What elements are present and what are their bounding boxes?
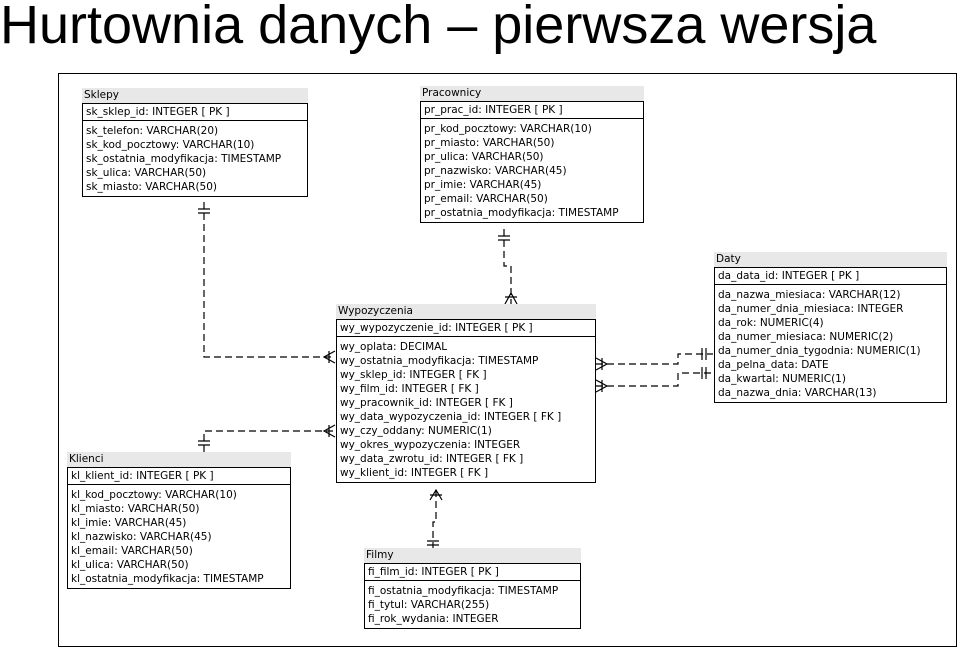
column: wy_data_zwrotu_id: INTEGER [ FK ] [340, 453, 524, 465]
column: wy_okres_wypozyczenia: INTEGER [340, 439, 521, 451]
column: kl_ulica: VARCHAR(50) [71, 559, 189, 571]
primary-key-column: wy_wypozyczenie_id: INTEGER [ PK ] [337, 320, 595, 337]
table-daty: Daty da_data_id: INTEGER [ PK ] da_nazwa… [714, 252, 947, 403]
column: kl_email: VARCHAR(50) [71, 545, 193, 557]
column: wy_sklep_id: INTEGER [ FK ] [340, 369, 487, 381]
table-name: Pracownicy [420, 86, 644, 101]
primary-key-column: pr_prac_id: INTEGER [ PK ] [421, 102, 643, 119]
column: kl_imie: VARCHAR(45) [71, 517, 187, 529]
column: wy_pracownik_id: INTEGER [ FK ] [340, 397, 513, 409]
table-body: pr_prac_id: INTEGER [ PK ] pr_kod_poczto… [420, 101, 644, 223]
column: pr_miasto: VARCHAR(50) [424, 137, 555, 149]
table-body: fi_film_id: INTEGER [ PK ] fi_ostatnia_m… [364, 563, 581, 629]
relation-pracownicy-wypozyczenia [498, 229, 518, 305]
table-body: da_data_id: INTEGER [ PK ] da_nazwa_mies… [714, 267, 947, 403]
table-name: Wypozyczenia [336, 304, 596, 319]
relation-sklepy-wypozyczenia [198, 202, 336, 364]
table-name: Daty [714, 252, 947, 267]
column: da_kwartal: NUMERIC(1) [718, 373, 846, 385]
column: da_rok: NUMERIC(4) [718, 317, 824, 329]
column: sk_telefon: VARCHAR(20) [86, 125, 219, 137]
column-list: wy_oplata: DECIMAL wy_ostatnia_modyfikac… [337, 337, 595, 482]
primary-key-column: kl_klient_id: INTEGER [ PK ] [68, 468, 290, 485]
table-wypozyczenia: Wypozyczenia wy_wypozyczenie_id: INTEGER… [336, 304, 596, 483]
column: sk_miasto: VARCHAR(50) [86, 181, 217, 193]
column: wy_oplata: DECIMAL [340, 341, 448, 353]
column: da_numer_dnia_tygodnia: NUMERIC(1) [718, 345, 921, 357]
table-name: Filmy [364, 548, 581, 563]
table-body: kl_klient_id: INTEGER [ PK ] kl_kod_pocz… [67, 467, 291, 589]
diagram-frame [58, 73, 957, 647]
relation-filmy-wypozyczenia [427, 488, 443, 548]
table-body: wy_wypozyczenie_id: INTEGER [ PK ] wy_op… [336, 319, 596, 483]
table-name: Klienci [67, 452, 291, 467]
column: fi_tytul: VARCHAR(255) [368, 599, 490, 611]
column-list: sk_telefon: VARCHAR(20) sk_kod_pocztowy:… [83, 121, 307, 196]
column: sk_ostatnia_modyfikacja: TIMESTAMP [86, 153, 282, 165]
primary-key-column: fi_film_id: INTEGER [ PK ] [365, 564, 580, 581]
column: kl_kod_pocztowy: VARCHAR(10) [71, 489, 237, 501]
primary-key-column: da_data_id: INTEGER [ PK ] [715, 268, 946, 285]
table-body: sk_sklep_id: INTEGER [ PK ] sk_telefon: … [82, 103, 308, 197]
table-sklepy: Sklepy sk_sklep_id: INTEGER [ PK ] sk_te… [82, 88, 308, 197]
relation-daty-wypozyczenia-1 [595, 348, 713, 371]
column: da_pelna_data: DATE [718, 359, 829, 371]
column: wy_film_id: INTEGER [ FK ] [340, 383, 479, 395]
column: fi_rok_wydania: INTEGER [368, 613, 499, 625]
column: sk_kod_pocztowy: VARCHAR(10) [86, 139, 255, 151]
column: pr_ostatnia_modyfikacja: TIMESTAMP [424, 207, 619, 219]
column: wy_ostatnia_modyfikacja: TIMESTAMP [340, 355, 539, 367]
column: kl_ostatnia_modyfikacja: TIMESTAMP [71, 573, 264, 585]
slide-title: Hurtownia danych – pierwsza wersja [0, 0, 877, 55]
table-pracownicy: Pracownicy pr_prac_id: INTEGER [ PK ] pr… [420, 86, 644, 223]
table-filmy: Filmy fi_film_id: INTEGER [ PK ] fi_osta… [364, 548, 581, 629]
column: da_numer_miesiaca: NUMERIC(2) [718, 331, 894, 343]
column-list: pr_kod_pocztowy: VARCHAR(10) pr_miasto: … [421, 119, 643, 222]
column: da_nazwa_miesiaca: VARCHAR(12) [718, 289, 901, 301]
column: pr_email: VARCHAR(50) [424, 193, 548, 205]
column: pr_imie: VARCHAR(45) [424, 179, 542, 191]
column: kl_miasto: VARCHAR(50) [71, 503, 200, 515]
relation-klienci-wypozyczenia [198, 424, 336, 452]
column: pr_nazwisko: VARCHAR(45) [424, 165, 567, 177]
column: da_nazwa_dnia: VARCHAR(13) [718, 387, 877, 399]
primary-key-column: sk_sklep_id: INTEGER [ PK ] [83, 104, 307, 121]
column-list: da_nazwa_miesiaca: VARCHAR(12) da_numer_… [715, 285, 946, 402]
column-list: kl_kod_pocztowy: VARCHAR(10) kl_miasto: … [68, 485, 290, 588]
column: wy_data_wypozyczenia_id: INTEGER [ FK ] [340, 411, 562, 423]
column: wy_czy_oddany: NUMERIC(1) [340, 425, 492, 437]
column: kl_nazwisko: VARCHAR(45) [71, 531, 212, 543]
column: fi_ostatnia_modyfikacja: TIMESTAMP [368, 585, 559, 597]
table-klienci: Klienci kl_klient_id: INTEGER [ PK ] kl_… [67, 452, 291, 589]
relation-daty-wypozyczenia-2 [595, 367, 713, 393]
table-name: Sklepy [82, 88, 308, 103]
column: wy_klient_id: INTEGER [ FK ] [340, 467, 489, 479]
column: pr_ulica: VARCHAR(50) [424, 151, 544, 163]
column: pr_kod_pocztowy: VARCHAR(10) [424, 123, 592, 135]
column: da_numer_dnia_miesiaca: INTEGER [718, 303, 904, 315]
column: sk_ulica: VARCHAR(50) [86, 167, 207, 179]
column-list: fi_ostatnia_modyfikacja: TIMESTAMP fi_ty… [365, 581, 580, 628]
